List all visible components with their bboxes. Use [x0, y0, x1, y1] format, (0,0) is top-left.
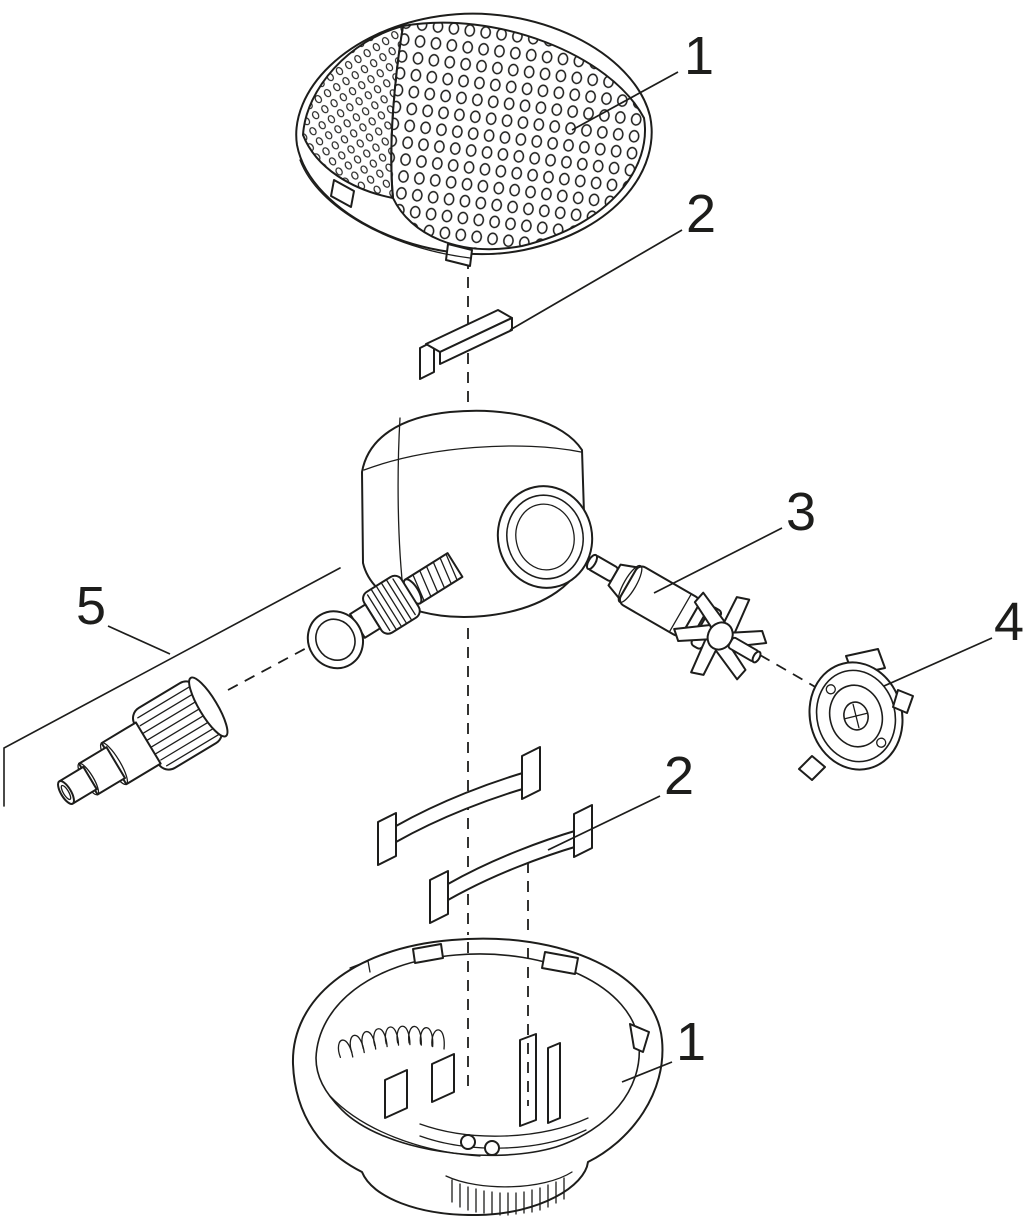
flange-bore [515, 503, 575, 571]
top-cover-latch [330, 179, 355, 208]
bottom-shell-hole-1 [460, 1134, 476, 1150]
part-pump-cover [798, 648, 914, 781]
hose-sleeve-end [188, 676, 229, 738]
pump-outlet-flange [496, 485, 594, 589]
rail-2 [429, 804, 593, 924]
pump-body-seam [397, 417, 405, 599]
leader-line-1-bottom [621, 1061, 673, 1083]
bottom-shell-top-notch [412, 943, 444, 964]
cover-screw-hole-2 [876, 737, 887, 748]
leader-line-2-bottom [547, 795, 661, 851]
leader-line-4 [883, 637, 993, 687]
rail-1-right-block [521, 746, 541, 800]
bottom-shell-right-clip [629, 1023, 650, 1053]
cover-hub [843, 701, 869, 731]
part-pump-body [306, 409, 594, 670]
part-label-4: 4 [994, 592, 1024, 652]
bottom-shell-post-1 [384, 1069, 408, 1119]
bottom-grill-top-edge [445, 1171, 573, 1188]
bottom-shell-bowl-line [329, 1095, 481, 1157]
part-label-3: 3 [786, 482, 816, 542]
bottom-shell-slot-1 [519, 1033, 537, 1127]
part-labels: 1 2 3 4 5 2 1 [76, 26, 1024, 1083]
bottom-shell-outline [291, 937, 664, 1216]
part-hose-connector [57, 676, 229, 805]
bottom-shell-ledge-1 [419, 1117, 589, 1137]
cover-rings [808, 661, 904, 771]
flange-inner-ring [506, 494, 584, 580]
leader-line-1-top [571, 71, 679, 131]
rotor-shaft-tip-end [751, 650, 762, 664]
bottom-grill-lines [451, 1177, 565, 1216]
rail-2-left-block [429, 870, 449, 924]
rotor-body-edge [617, 564, 643, 604]
leader-line-2-top [509, 229, 683, 331]
seal-ring-inner [315, 618, 356, 661]
leader-line-3 [653, 527, 783, 594]
rotor-shaft-end [585, 553, 599, 571]
rotor-body-groove [669, 594, 692, 632]
rail-1-left-block [377, 812, 397, 866]
cover-bottom-tab [798, 755, 826, 781]
bottom-shell-post-2 [431, 1053, 455, 1103]
part-support-rails [377, 746, 593, 924]
part-label-1-top: 1 [684, 26, 714, 86]
cover-side-tab [892, 689, 914, 714]
axis-rotor-diagonal [759, 654, 825, 693]
rail-2-right-block [573, 804, 593, 858]
top-cover-rim-line [299, 159, 471, 259]
part-rotor-assembly [585, 553, 768, 681]
diagonal-reference-line [3, 567, 341, 807]
part-label-2-top: 2 [686, 184, 716, 244]
leader-line-5 [107, 625, 171, 655]
part-label-2-bottom: 2 [664, 746, 694, 806]
hose-tip-rim [57, 780, 75, 805]
bottom-shell-ledge-2 [419, 1129, 587, 1149]
bottom-shell-hole-2 [484, 1140, 500, 1156]
assembly-axis-lines-foreground [467, 942, 529, 1106]
pump-body-top-ridge [363, 445, 582, 471]
bottom-shell-slot-2 [547, 1042, 561, 1124]
flange-outer-ring [496, 485, 594, 589]
cover-cross-h [844, 712, 868, 720]
hose-tip-bore [60, 784, 72, 801]
part-filter-shell-bottom [291, 937, 664, 1216]
bottom-shell-top-tab [541, 951, 579, 975]
part-label-1-bottom: 1 [676, 1012, 706, 1072]
hose-sleeve-ridges [137, 685, 221, 767]
cover-screw-hole-1 [825, 684, 836, 695]
top-cover-right-panel [390, 21, 646, 251]
thread-lines [412, 554, 458, 601]
part-filter-shell-top [295, 12, 653, 267]
clip-front-face [439, 317, 513, 365]
union-nut-knurl [366, 578, 416, 632]
bottom-shell-inner-rim [315, 953, 641, 1157]
part-label-5: 5 [76, 576, 106, 636]
rail-1 [377, 746, 541, 866]
pump-thread-and-union [306, 552, 464, 670]
cover-inner-ring [828, 684, 884, 748]
part-clip-upper [419, 309, 513, 380]
bottom-shell-left-notch [349, 960, 371, 973]
